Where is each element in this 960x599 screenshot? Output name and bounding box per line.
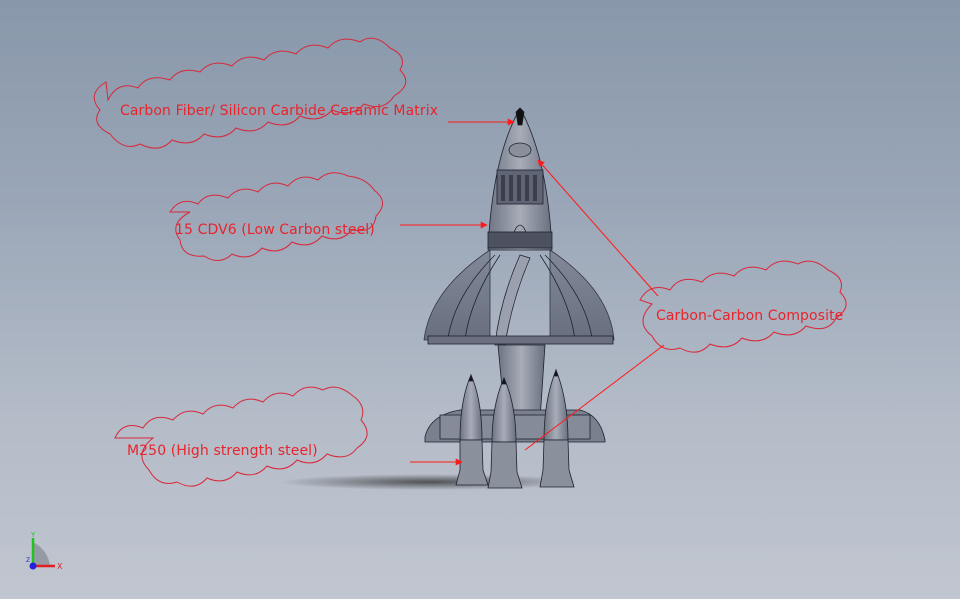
- axis-triad: X Y Z: [26, 531, 63, 571]
- annotation-body-upper[interactable]: 15 CDV6 (Low Carbon steel): [175, 222, 375, 238]
- annotation-nose-cone[interactable]: Carbon Fiber/ Silicon Carbide Ceramic Ma…: [120, 103, 439, 119]
- nose-cone: [487, 107, 553, 251]
- callout-clouds: [93, 37, 847, 487]
- triad-plane: [33, 542, 50, 566]
- leader-arrows: [400, 118, 665, 466]
- x-axis-label: X: [57, 562, 63, 571]
- z-axis-label: Z: [26, 557, 30, 564]
- y-axis-label: Y: [30, 531, 36, 539]
- ground-shadow: [280, 474, 580, 490]
- annotation-fins[interactable]: Carbon-Carbon Composite: [656, 308, 844, 324]
- fins: [423, 249, 615, 346]
- z-axis-icon: [29, 562, 37, 570]
- annotation-boosters[interactable]: M250 (High strength steel): [127, 443, 318, 459]
